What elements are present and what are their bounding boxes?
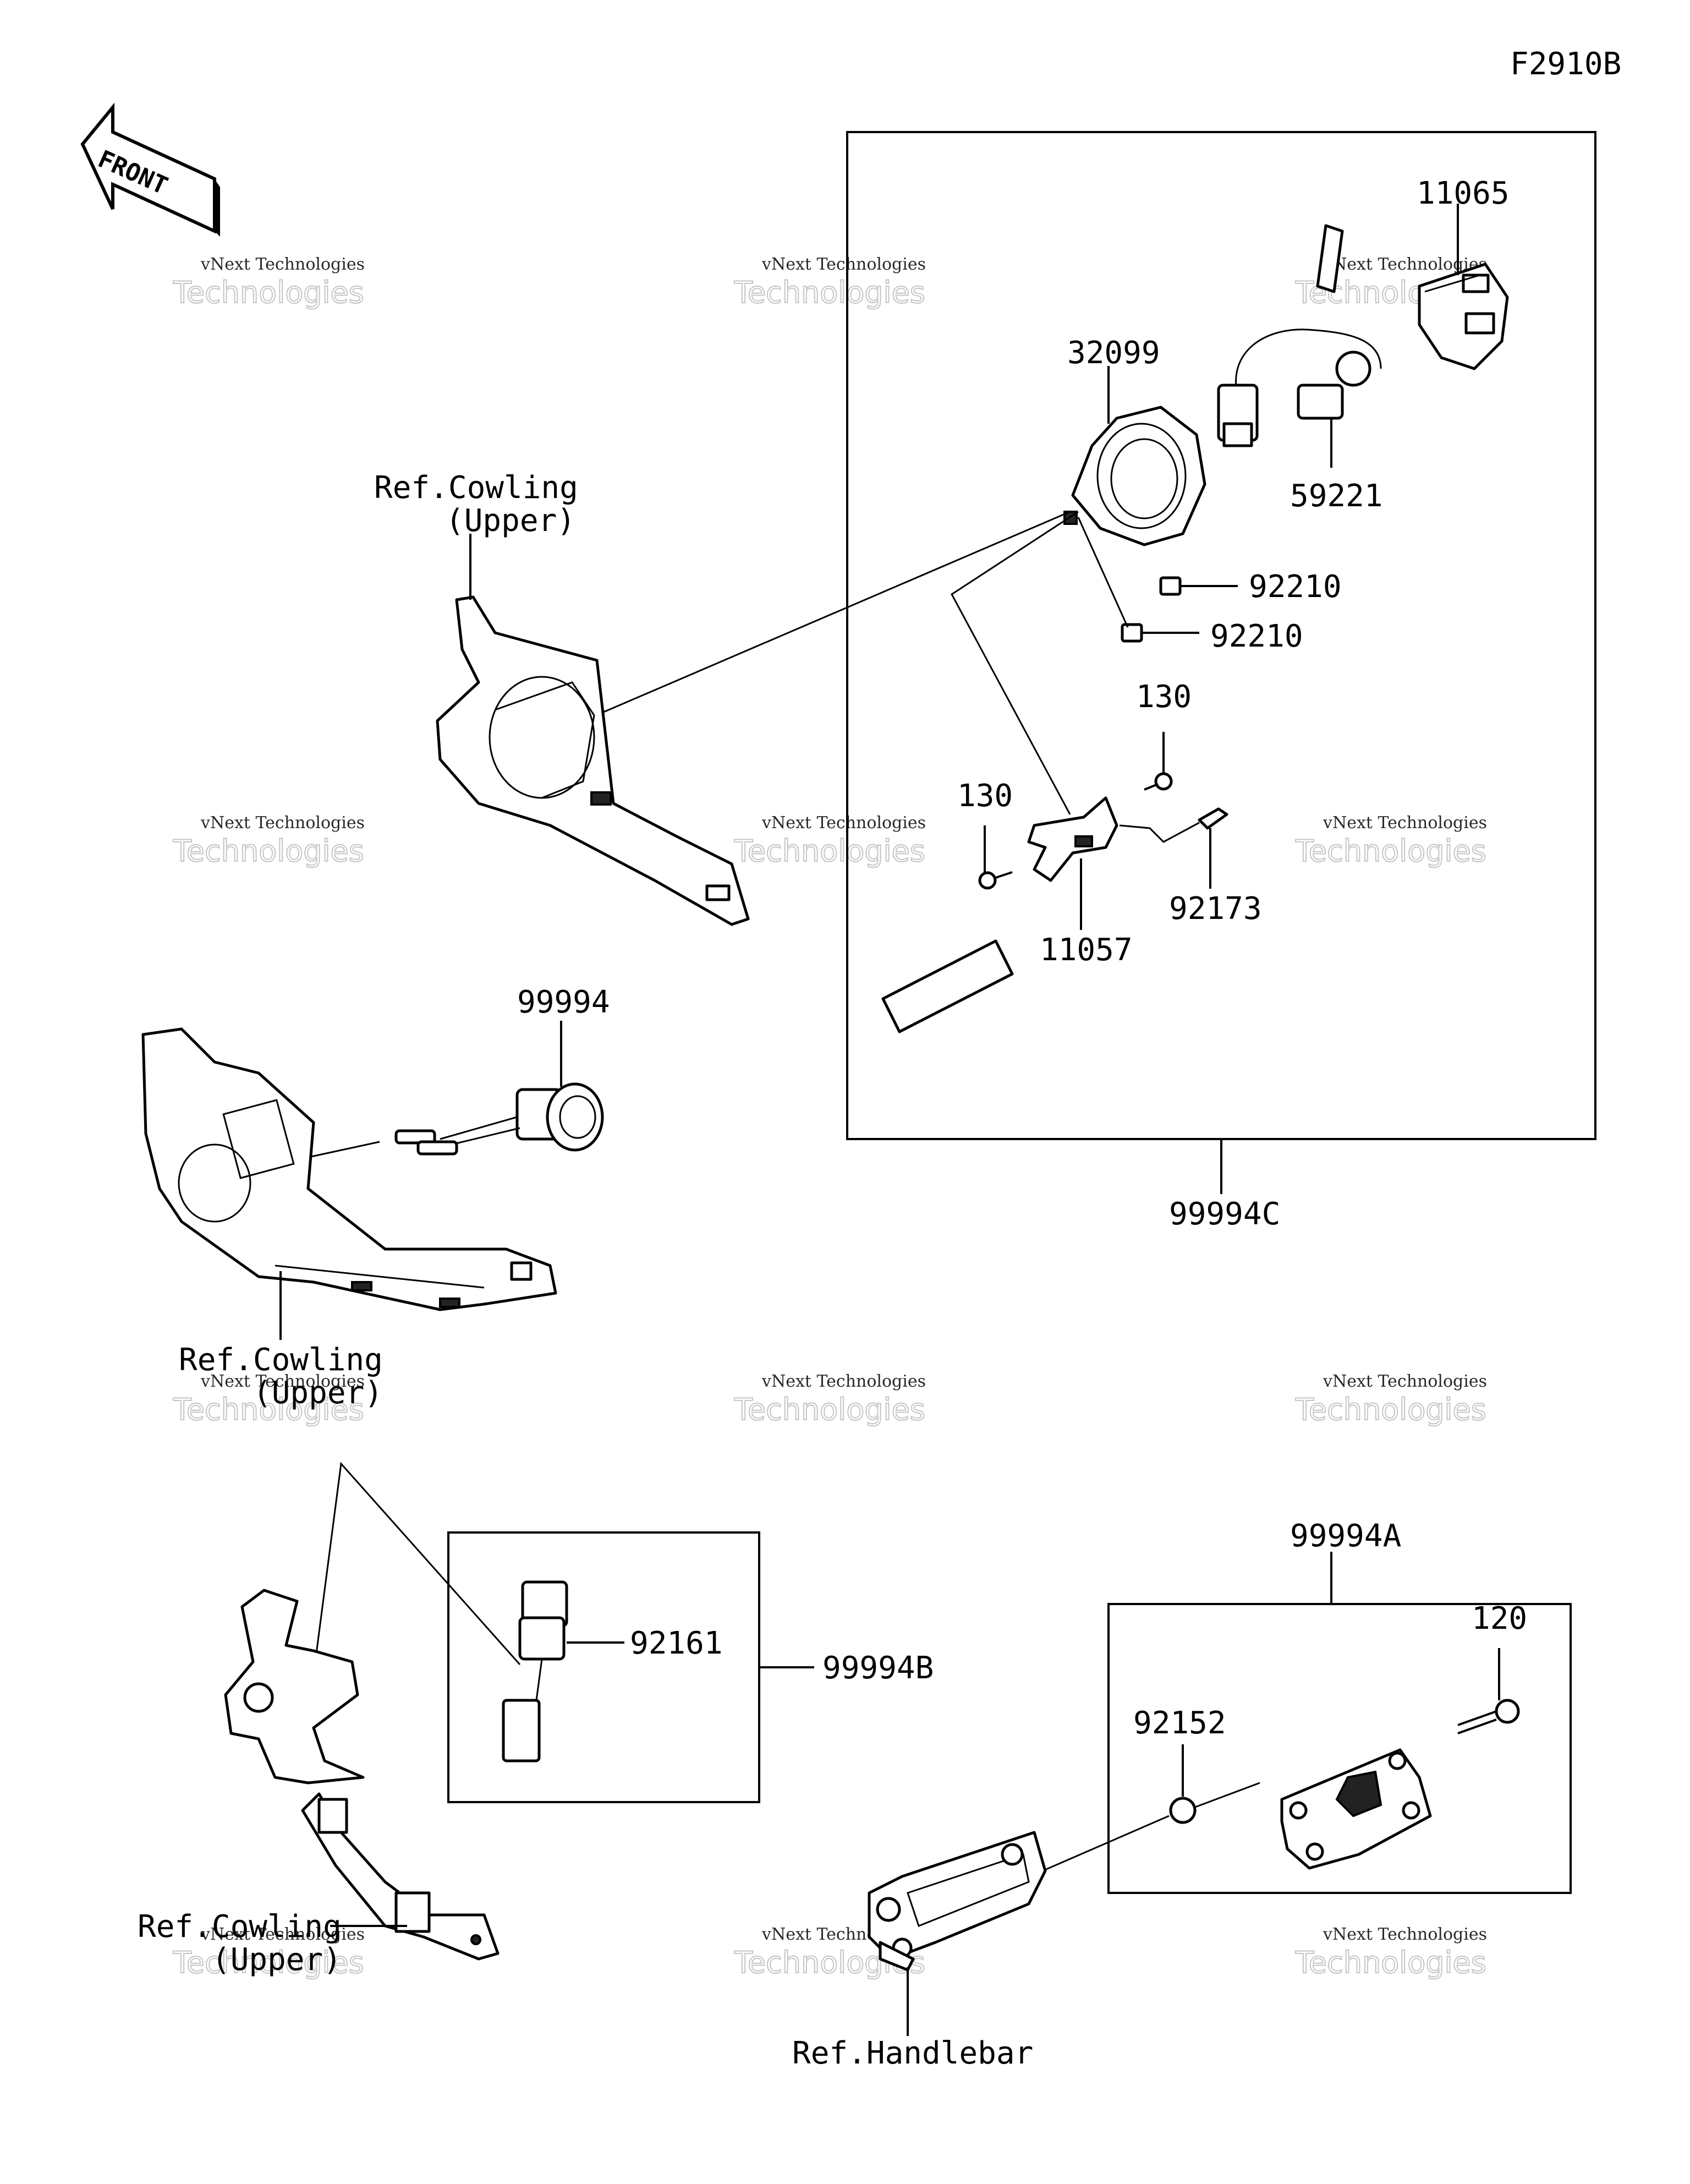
part-label-92161: 92161 [630,1625,723,1661]
watermark: Technologies vNext Technologies [172,813,365,869]
watermark-text: vNext Technologies [200,1372,365,1391]
watermark: Technologies vNext Technologies [1294,1925,1487,1980]
ref-cowling-1-line1: Ref.Cowling [374,470,578,506]
part-decal [881,939,1014,1033]
part-label-92173: 92173 [1169,891,1262,927]
guide-line [544,511,1071,738]
watermark-text: vNext Technologies [761,1372,926,1391]
part-label-11065: 11065 [1417,176,1510,211]
guide-line [951,511,1079,815]
part-label-99994C: 99994C [1169,1196,1280,1232]
guide-line [307,1462,521,1717]
part-130-bolt-b [978,871,1013,890]
part-92210-clip-b [1121,623,1143,643]
watermark-text: vNext Technologies [200,813,365,833]
watermark: Technologies vNext Technologies [172,255,365,310]
watermark: Technologies vNext Technologies [733,255,926,310]
part-label-11057: 11057 [1040,932,1133,968]
part-label-92210-b: 92210 [1210,618,1303,654]
part-label-120: 120 [1472,1601,1527,1636]
part-label-32099: 32099 [1067,335,1160,371]
watermark: Technologies vNext Technologies [172,1372,365,1427]
part-label-59221: 59221 [1290,478,1383,514]
watermark-text-outline: Technologies [1295,1392,1486,1427]
watermark-text: vNext Technologies [200,1925,365,1944]
part-handlebar-clamp [868,1831,1047,1972]
watermark-text: vNext Technologies [1323,1372,1487,1391]
kit-box-99994A [1107,1603,1572,1894]
watermark-text-outline: Technologies [734,275,925,310]
front-arrow-icon: FRONT [80,102,220,237]
watermark: Technologies vNext Technologies [733,1372,926,1427]
watermark-text-outline: Technologies [1295,1945,1486,1980]
watermark-text: vNext Technologies [1323,255,1487,274]
figure-code: F2910B [1510,46,1621,82]
watermark: Technologies vNext Technologies [1294,813,1487,869]
part-92161-connector [502,1580,568,1762]
watermarks: Technologies vNext Technologies Technolo… [172,255,1487,1980]
ref-cowling-2-line2: (Upper) [253,1375,383,1411]
part-label-92210-a: 92210 [1249,569,1342,605]
watermark-text-outline: Technologies [173,834,364,868]
guide-line [1193,1782,1260,1809]
guide-line [1077,517,1129,628]
watermark-text-outline: Technologies [173,275,364,310]
part-92210-clip-a [1159,576,1182,596]
watermark-text: vNext Technologies [200,255,365,274]
guide-line [1119,822,1200,843]
part-cowling-upper-3-bracket [224,1589,500,1961]
part-label-99994A: 99994A [1290,1518,1401,1554]
part-label-130-b: 130 [957,778,1013,814]
watermark-text: vNext Technologies [761,813,926,833]
part-label-130-a: 130 [1136,679,1192,715]
watermark-text-outline: Technologies [734,834,925,868]
watermark-text: vNext Technologies [1323,813,1487,833]
part-cowling-upper-1 [436,595,750,926]
guide-line [1042,1815,1170,1872]
part-label-99994: 99994 [517,984,610,1020]
part-cowling-upper-2 [141,1027,557,1311]
watermark-text: vNext Technologies [761,255,926,274]
ref-handlebar: Ref.Handlebar [792,2035,1033,2071]
part-11057-bracket [1027,796,1118,882]
part-mount-plate [1280,1748,1432,1870]
watermark: Technologies vNext Technologies [1294,1372,1487,1427]
watermark-text-outline: Technologies [1295,834,1486,868]
part-32099-housing [1063,406,1206,546]
part-59221-socket [1217,329,1382,447]
kit-box-99994B [447,1531,760,1803]
part-92152-spacer [1169,1797,1197,1824]
ref-cowling-1-line2: (Upper) [446,503,575,539]
part-label-92152: 92152 [1133,1705,1226,1741]
watermark-text: vNext Technologies [1323,1925,1487,1944]
part-120-bolt [1457,1699,1520,1734]
part-130-bolt-a [1144,772,1173,791]
watermark-text-outline: Technologies [173,1392,364,1427]
watermark-text-outline: Technologies [173,1945,364,1980]
watermark: Technologies vNext Technologies [172,1925,365,1980]
watermark-text-outline: Technologies [734,1392,925,1427]
part-label-99994B: 99994B [822,1650,934,1686]
ref-cowling-2-line1: Ref.Cowling [179,1342,383,1378]
part-clip-icon [1316,224,1344,293]
part-92173-clip [1198,807,1228,830]
watermark: Technologies vNext Technologies [733,813,926,869]
ref-cowling-3-line1: Ref.Cowling [138,1909,342,1945]
part-99994-socket [394,1082,604,1156]
ref-cowling-3-line2: (Upper) [212,1942,342,1978]
part-11065-cover [1418,262,1509,370]
